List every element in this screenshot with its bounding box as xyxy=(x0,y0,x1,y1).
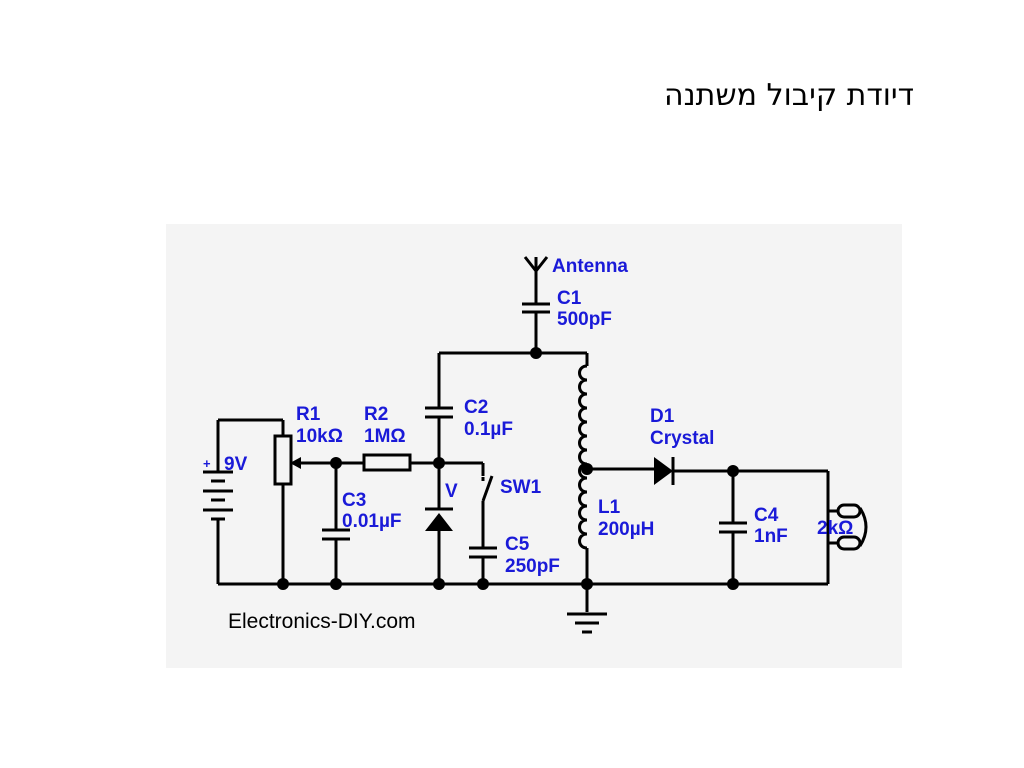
sw1-name: SW1 xyxy=(500,477,542,498)
resistor-r2 xyxy=(362,453,412,472)
c4-value: 1nF xyxy=(754,526,788,547)
c5-name: C5 xyxy=(505,534,530,555)
c2-name: C2 xyxy=(464,397,488,418)
earphone-value: 2kΩ xyxy=(817,518,853,539)
r1-value: 10kΩ xyxy=(296,426,343,447)
battery-polarity: + xyxy=(203,456,211,471)
d1-value: Crystal xyxy=(650,428,714,449)
c5-value: 250pF xyxy=(505,556,560,577)
c2-value: 0.1µF xyxy=(464,419,513,440)
slide-title: דיודת קיבול משתנה xyxy=(664,78,914,113)
antenna-label: Antenna xyxy=(552,256,628,277)
l1-name: L1 xyxy=(598,497,621,518)
c1-name: C1 xyxy=(557,288,582,309)
c1-value: 500pF xyxy=(557,309,612,330)
varicap-diode xyxy=(425,507,453,531)
ground-symbol xyxy=(567,612,607,634)
diode-d1 xyxy=(654,457,675,485)
inductor-l1 xyxy=(578,364,588,550)
d1-name: D1 xyxy=(650,406,675,427)
wiper-arrow xyxy=(290,457,301,469)
earphone-icon xyxy=(828,503,868,551)
capacitor-c4 xyxy=(719,521,747,534)
capacitor-c2 xyxy=(425,406,453,419)
switch-sw1-blade xyxy=(481,475,494,502)
c3-name: C3 xyxy=(342,490,366,511)
battery-symbol xyxy=(203,470,233,521)
circuit-schematic: Antenna C1 500pF R1 10kΩ R2 1MΩ C2 0.1µF… xyxy=(166,224,902,668)
r1-name: R1 xyxy=(296,404,321,425)
junction-dots xyxy=(277,347,739,590)
r2-name: R2 xyxy=(364,404,388,425)
r2-value: 1MΩ xyxy=(364,426,406,447)
c3-value: 0.01µF xyxy=(342,511,402,532)
antenna-symbol xyxy=(523,256,549,274)
c4-name: C4 xyxy=(754,505,779,526)
l1-value: 200µH xyxy=(598,519,654,540)
battery-value: 9V xyxy=(224,454,248,475)
capacitor-c5 xyxy=(469,546,497,559)
varicap-label: V xyxy=(445,481,458,502)
capacitor-c1 xyxy=(522,302,550,314)
credit-text: Electronics-DIY.com xyxy=(228,610,416,633)
potentiometer-r1 xyxy=(273,434,293,486)
